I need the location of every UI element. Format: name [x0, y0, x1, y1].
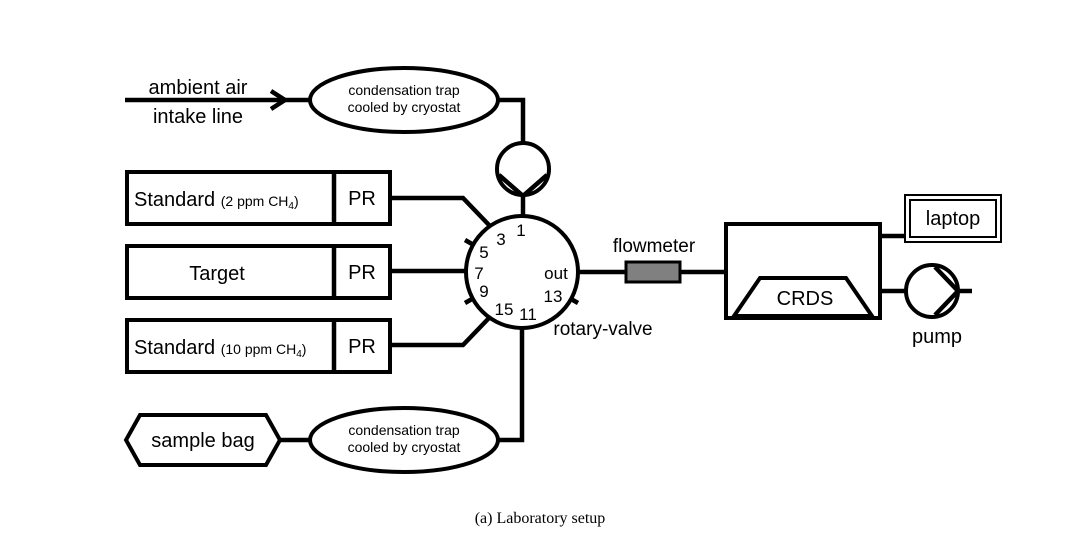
valve-out-label: out — [544, 264, 568, 283]
standard-10ppm-cylinder: Standard (10 ppm CH4) PR — [125, 318, 392, 374]
crds-label: CRDS — [777, 288, 834, 310]
laptop-box: laptop — [904, 194, 1002, 243]
laptop-label: laptop — [926, 208, 981, 230]
rotary-valve-label: rotary-valve — [553, 319, 652, 340]
intake-label-2: intake line — [153, 106, 243, 128]
rotary-valve: 1 3 5 7 9 15 11 13 out — [463, 214, 580, 330]
flowmeter-icon — [624, 260, 682, 284]
pump-icon — [904, 263, 962, 319]
trap-to-pump-line — [498, 97, 526, 142]
valve-port-label: 1 — [516, 221, 525, 240]
trap-top-label-2: cooled by cryostat — [348, 99, 461, 115]
crds-analyzer: CRDS — [724, 222, 882, 320]
condensation-trap-bottom: condensation trap cooled by cryostat — [308, 406, 500, 474]
intake-arrow-icon — [269, 89, 290, 111]
valve-port-label: 3 — [496, 230, 505, 249]
valve-port-label: 9 — [479, 282, 488, 301]
standard-10ppm-label: Standard (10 ppm CH4) — [134, 337, 306, 360]
pressure-regulator-label: PR — [348, 336, 376, 358]
sample-bag-label: sample bag — [151, 430, 254, 452]
pressure-regulator-label: PR — [348, 262, 376, 284]
valve-port-label: 11 — [519, 305, 537, 324]
intake-label-1: ambient air — [149, 77, 248, 99]
sample-pump-icon — [495, 141, 551, 199]
standard-10ppm-line — [390, 316, 491, 348]
target-cylinder: Target PR — [125, 244, 392, 300]
standard-2ppm-cylinder: Standard (2 ppm CH4) PR — [125, 170, 392, 226]
target-label: Target — [189, 263, 245, 285]
sample-line — [498, 325, 525, 443]
trap-bottom-label-1: condensation trap — [348, 422, 460, 438]
standard-2ppm-label: Standard (2 ppm CH4) — [134, 189, 299, 212]
figure-caption: (a) Laboratory setup — [475, 510, 606, 527]
valve-port-numbers: 1 3 5 7 9 15 11 13 out — [474, 221, 568, 324]
valve-port-label: 7 — [474, 264, 483, 283]
trap-bottom-label-2: cooled by cryostat — [348, 439, 461, 455]
pressure-regulator-label: PR — [348, 188, 376, 210]
condensation-trap-top: condensation trap cooled by cryostat — [308, 66, 500, 134]
pump-label: pump — [912, 326, 962, 348]
flowmeter-label: flowmeter — [613, 236, 696, 257]
trap-top-label-1: condensation trap — [348, 82, 460, 98]
standard-2ppm-line — [390, 195, 491, 227]
valve-port-label: 13 — [544, 287, 563, 306]
valve-port-label: 5 — [479, 243, 488, 262]
valve-port-label: 15 — [495, 300, 514, 319]
sample-bag: sample bag — [123, 413, 283, 467]
